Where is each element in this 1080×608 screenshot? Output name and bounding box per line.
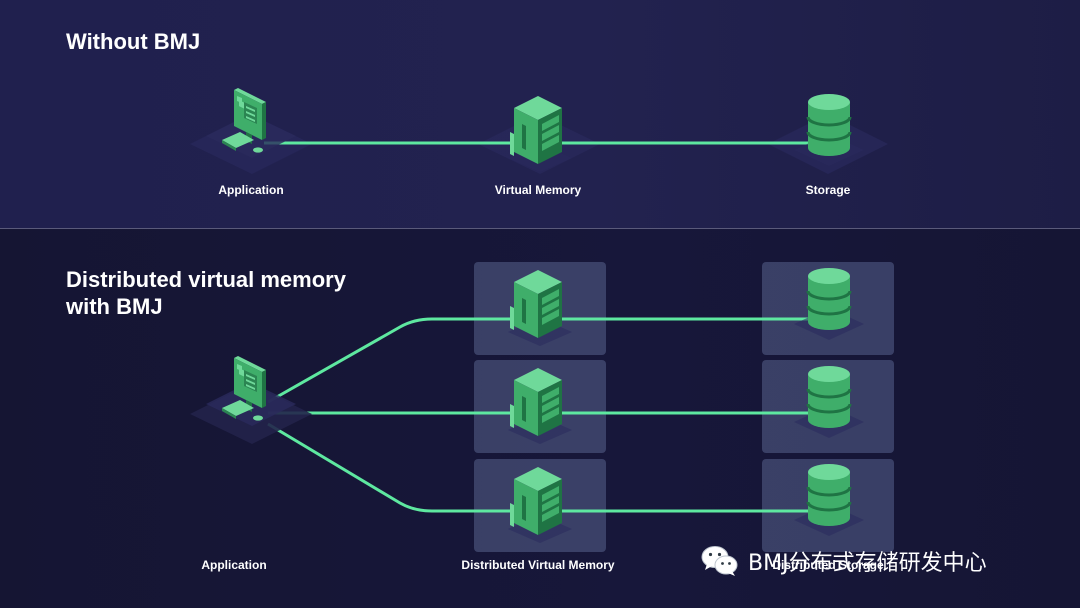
watermark-text: BMJ分布式存储研发中心 [748,551,987,576]
wechat-icon [701,546,738,576]
without-bmj-title: Without BMJ [66,29,201,54]
storage-label: Storage [805,183,851,197]
virtual-memory-label: Virtual Memory [494,183,582,197]
distributed-application-label: Application [201,558,267,572]
watermark: BMJ分布式存储研发中心 [700,543,987,579]
panel-divider [0,228,1080,229]
distributed-storage-label: Distributed Storage [772,558,884,572]
application-label: Application [218,183,284,197]
with-bmj-title: Distributed virtual memory with BMJ [66,267,346,319]
distributed-virtual-memory-label: Distributed Virtual Memory [461,558,615,572]
